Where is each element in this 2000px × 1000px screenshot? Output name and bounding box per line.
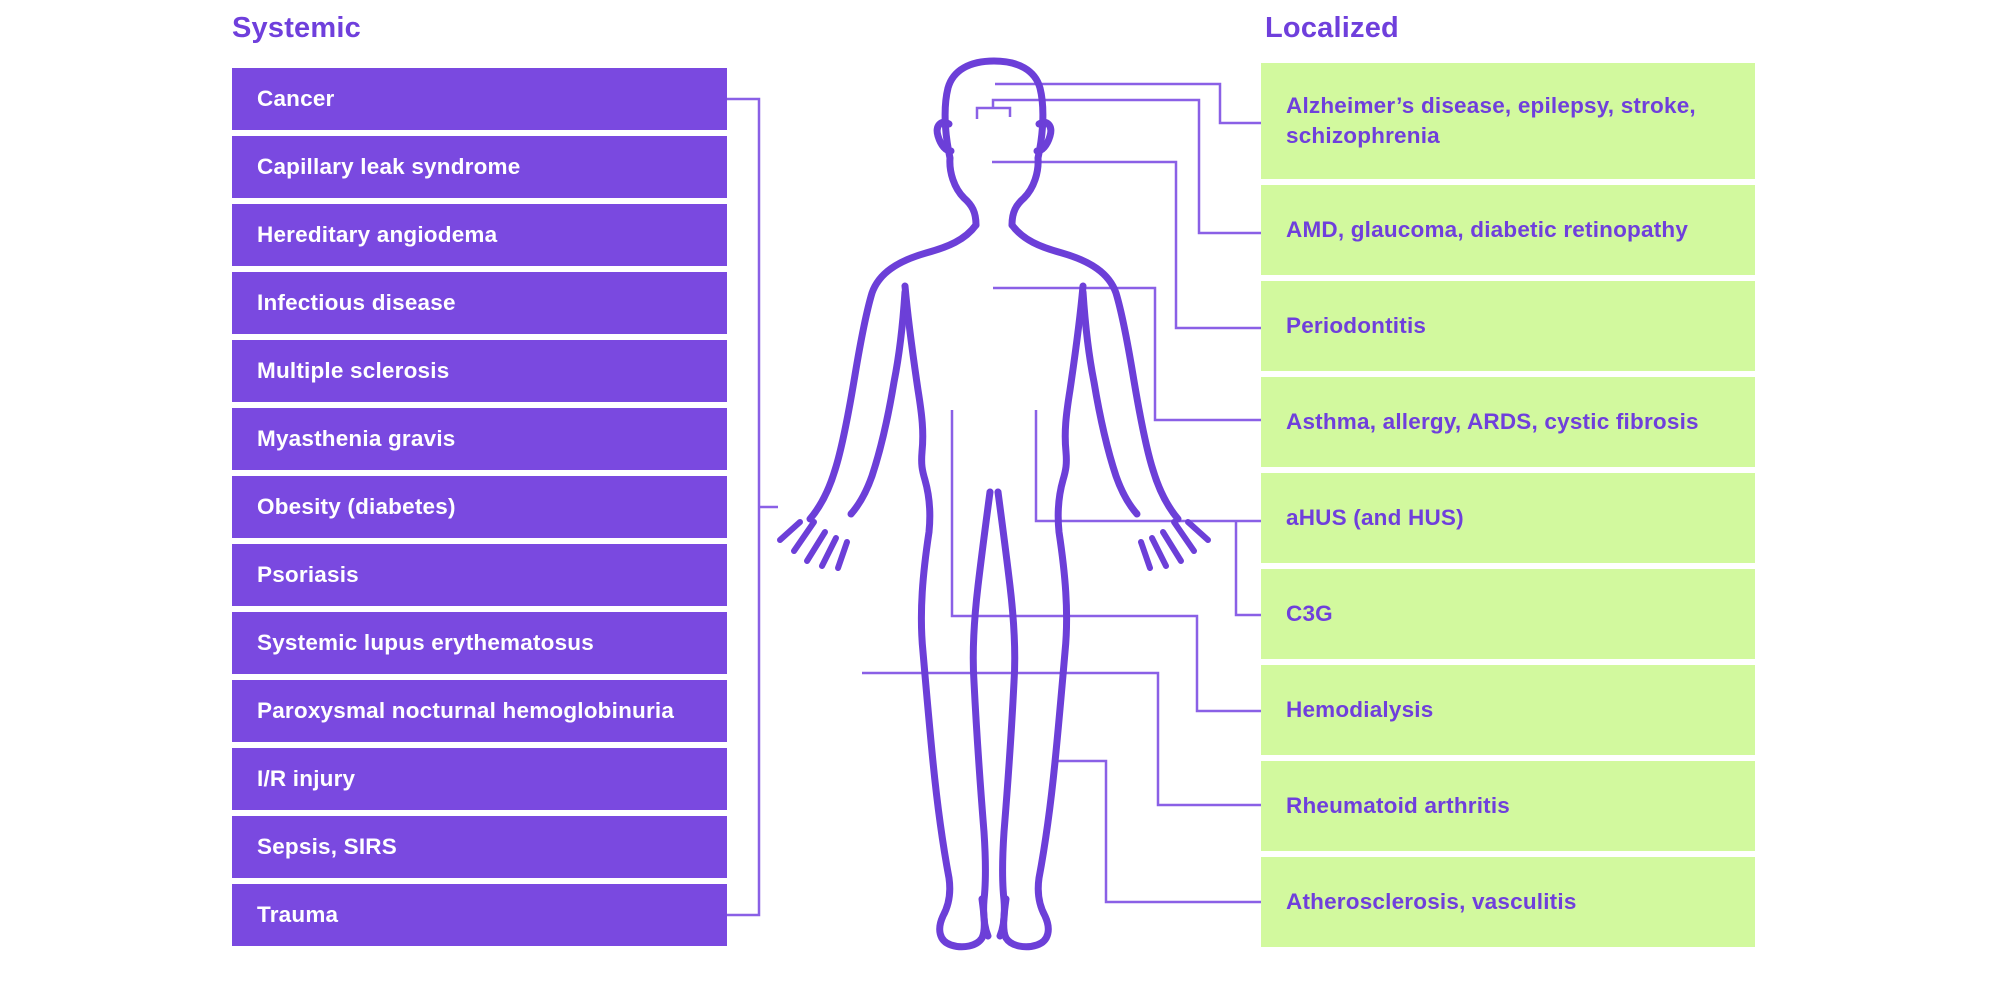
localized-item: Hemodialysis — [1261, 665, 1755, 755]
localized-list: Alzheimer’s disease, epilepsy, stroke, s… — [1261, 63, 1755, 947]
right-arm-outer-outline — [1008, 221, 1182, 523]
left-arm-inner-outline — [847, 288, 909, 518]
systemic-item: Capillary leak syndrome — [232, 136, 727, 198]
localized-item: Asthma, allergy, ARDS, cystic fibrosis — [1261, 377, 1755, 467]
right-hand-outline — [1138, 519, 1211, 571]
localized-item: Periodontitis — [1261, 281, 1755, 371]
c3g-branch-line — [1234, 521, 1261, 617]
knee-connector-line — [862, 671, 1261, 807]
left-torso-leg-outline — [901, 282, 988, 951]
mouth-connector-line — [992, 160, 1261, 330]
localized-column-title: Localized — [1265, 12, 1399, 44]
systemic-item: I/R injury — [232, 748, 727, 810]
left-arm-outer-outline — [806, 221, 980, 523]
localized-item: C3G — [1261, 569, 1755, 659]
pelvis-connector-line — [950, 410, 1261, 713]
localized-item: AMD, glaucoma, diabetic retinopathy — [1261, 185, 1755, 275]
head-outline — [941, 57, 1047, 229]
brain-connector-line — [995, 82, 1261, 125]
systemic-item: Infectious disease — [232, 272, 727, 334]
chest-connector-line — [993, 286, 1261, 422]
systemic-bracket-line — [727, 97, 761, 917]
systemic-item: Cancer — [232, 68, 727, 130]
localized-item: Rheumatoid arthritis — [1261, 761, 1755, 851]
systemic-item: Trauma — [232, 884, 727, 946]
eyes-connector-line — [991, 98, 1261, 235]
connector-lines — [727, 82, 1261, 917]
left-ear-outline — [933, 118, 955, 155]
eyes-bracket-line — [975, 106, 1012, 119]
localized-item: Alzheimer’s disease, epilepsy, stroke, s… — [1261, 63, 1755, 179]
systemic-column-title: Systemic — [232, 12, 361, 44]
systemic-item: Paroxysmal nocturnal hemoglobinuria — [232, 680, 727, 742]
systemic-item: Myasthenia gravis — [232, 408, 727, 470]
systemic-item: Systemic lupus erythematosus — [232, 612, 727, 674]
localized-item: Atherosclerosis, vasculitis — [1261, 857, 1755, 947]
right-ear-outline — [1033, 118, 1055, 155]
leg-connector-line — [1053, 759, 1261, 904]
right-leg-inner-outline — [994, 488, 1019, 940]
systemic-list: Cancer Capillary leak syndrome Hereditar… — [232, 68, 727, 946]
localized-item: aHUS (and HUS) — [1261, 473, 1755, 563]
left-leg-inner-outline — [969, 488, 994, 940]
left-hand-outline — [777, 519, 850, 571]
right-arm-inner-outline — [1079, 288, 1141, 518]
systemic-item: Psoriasis — [232, 544, 727, 606]
human-body-outline-icon — [777, 57, 1211, 951]
systemic-item: Sepsis, SIRS — [232, 816, 727, 878]
systemic-item: Multiple sclerosis — [232, 340, 727, 402]
right-torso-leg-outline — [1000, 282, 1087, 951]
systemic-item: Hereditary angiodema — [232, 204, 727, 266]
systemic-item: Obesity (diabetes) — [232, 476, 727, 538]
